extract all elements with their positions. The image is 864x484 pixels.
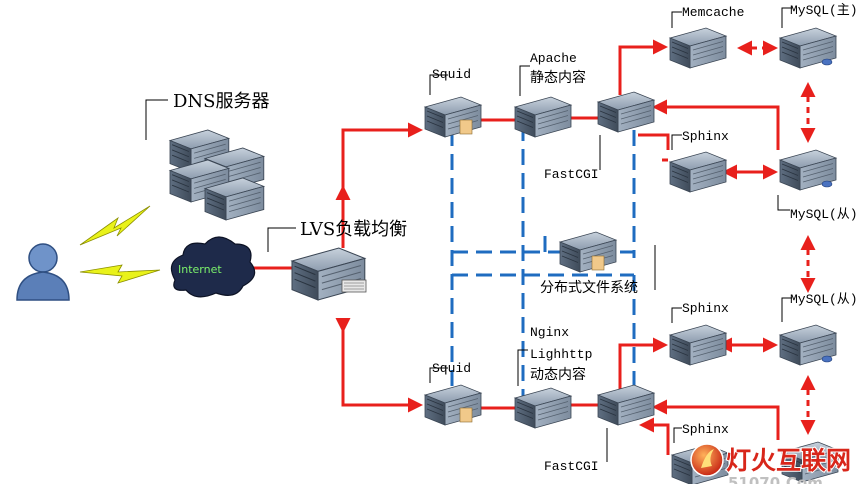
fastcgi-top-label: FastCGI [544, 167, 599, 182]
lightning-icon [79, 205, 161, 284]
internet-cloud-icon [170, 236, 256, 298]
mysql-slave-server-1 [779, 149, 837, 191]
fastcgi-server-top [597, 91, 655, 133]
sphinx-server-2 [669, 324, 727, 366]
apache-label-1: Apache [530, 51, 577, 66]
lvs-label: LVS负载均衡 [300, 219, 407, 240]
mysql-slave-1-label: MySQL(从) [790, 207, 858, 222]
squid-top-label: Squid [432, 67, 471, 82]
mysql-master-label: MySQL(主) [790, 3, 858, 18]
solid-links [245, 39, 780, 455]
sphinx-server-1 [669, 151, 727, 193]
memcache-label: Memcache [682, 5, 744, 20]
nginx-label: Nginx [530, 325, 569, 340]
squid-server-top [424, 96, 482, 138]
sphinx-1-label: Sphinx [682, 129, 729, 144]
squid-server-bottom [424, 384, 482, 426]
mysql-slave-2-label: MySQL(从) [790, 292, 858, 307]
internet-label: Internet [178, 263, 222, 276]
mysql-master-server [779, 27, 837, 69]
lighttp-label-2: 动态内容 [530, 366, 586, 383]
dfs-label: 分布式文件系统 [540, 280, 638, 296]
user-icon [16, 243, 70, 301]
sphinx-3-label: Sphinx [682, 422, 729, 437]
fastcgi-server-bottom [597, 384, 655, 426]
watermark: 灯火互联网 51070.Com [690, 443, 852, 484]
apache-server [514, 96, 572, 138]
dashed-links [450, 125, 636, 405]
squid-bottom-label: Squid [432, 361, 471, 376]
dns-server-icon [169, 129, 265, 221]
watermark-text: 灯火互联网 [726, 446, 851, 475]
replication-links [737, 40, 816, 435]
dns-label: DNS服务器 [173, 91, 270, 112]
watermark-subtext: 51070.Com [728, 474, 823, 484]
memcache-server [669, 27, 727, 69]
fastcgi-bottom-label: FastCGI [544, 459, 599, 474]
sphinx-2-label: Sphinx [682, 301, 729, 316]
dfs-server [559, 231, 617, 273]
apache-label-2: 静态内容 [530, 69, 586, 86]
lighttp-label-1: Lighhttp [530, 347, 592, 362]
lvs-server-icon [291, 247, 367, 301]
mysql-slave-server-2 [779, 324, 837, 366]
